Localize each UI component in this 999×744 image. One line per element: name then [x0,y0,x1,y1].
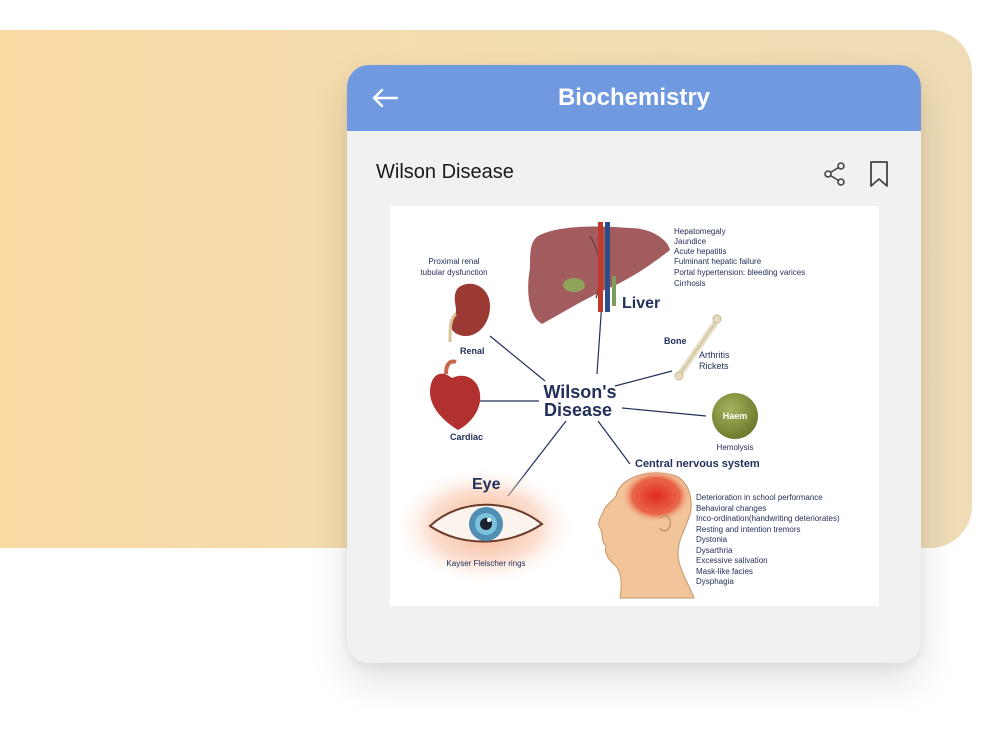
diagram-canvas: Liver Hepatomegaly Jaundice Acute hepati… [393,222,840,599]
liver-symptom-list: Hepatomegaly Jaundice Acute hepatitis Fu… [674,227,805,288]
kidney-illustration [448,283,490,343]
cns-item: Inco-ordination(handwriting deteriorates… [696,514,840,523]
bone-item: Arthritis [699,350,730,360]
haem-note: Hemolysis [717,443,754,452]
bone-label: Bone [664,336,687,346]
cns-item: Dystonia [696,535,728,544]
center-title-line2: Disease [544,400,612,420]
liver-illustration [528,222,670,324]
liver-item: Jaundice [674,237,707,246]
app-screen: Biochemistry Wilson Disease [347,65,921,663]
renal-note: Proximal renal [428,257,479,266]
bookmark-icon[interactable] [867,160,891,188]
eye-illustration [428,503,544,543]
share-icon[interactable] [822,161,848,187]
head-illustration [598,470,695,599]
renal-note: tubular dysfunction [420,268,487,277]
app-title: Biochemistry [557,84,711,111]
cns-item: Dysarthria [696,546,733,555]
liver-item: Hepatomegaly [674,227,726,236]
center-title-line1: Wilson's [543,382,616,402]
cns-item: Excessive salivation [696,556,768,565]
cns-symptom-list: Deterioration in school performance Beha… [696,493,840,586]
eye-note: Kayser Fleischer rings [446,559,525,568]
cns-item: Dysphagia [696,577,734,586]
app-bar: Biochemistry [347,65,921,131]
eye-label: Eye [472,476,501,493]
wilson-disease-diagram: Liver Hepatomegaly Jaundice Acute hepati… [390,206,879,606]
cns-item: Behavioral changes [696,504,766,513]
liver-item: Portal hypertension: bleeding varices [674,268,805,277]
cardiac-label: Cardiac [450,432,483,442]
liver-label: Liver [622,295,660,312]
cns-item: Deterioration in school performance [696,493,823,502]
liver-item: Cirrhosis [674,279,706,288]
cns-label: Central nervous system [635,458,760,470]
haem-circle [712,393,758,439]
liver-item: Fulminant hepatic failure [674,257,762,266]
bone-illustration [674,314,722,381]
cns-item: Mask-like facies [696,567,753,576]
cns-item: Resting and intention tremors [696,525,801,534]
renal-label: Renal [460,346,485,356]
liver-item: Acute hepatitis [674,247,726,256]
back-arrow-icon[interactable] [371,87,399,109]
topic-title: Wilson Disease [376,161,514,183]
haem-label: Haem [723,411,748,421]
bone-item: Rickets [699,361,729,371]
heart-illustration [430,359,481,430]
